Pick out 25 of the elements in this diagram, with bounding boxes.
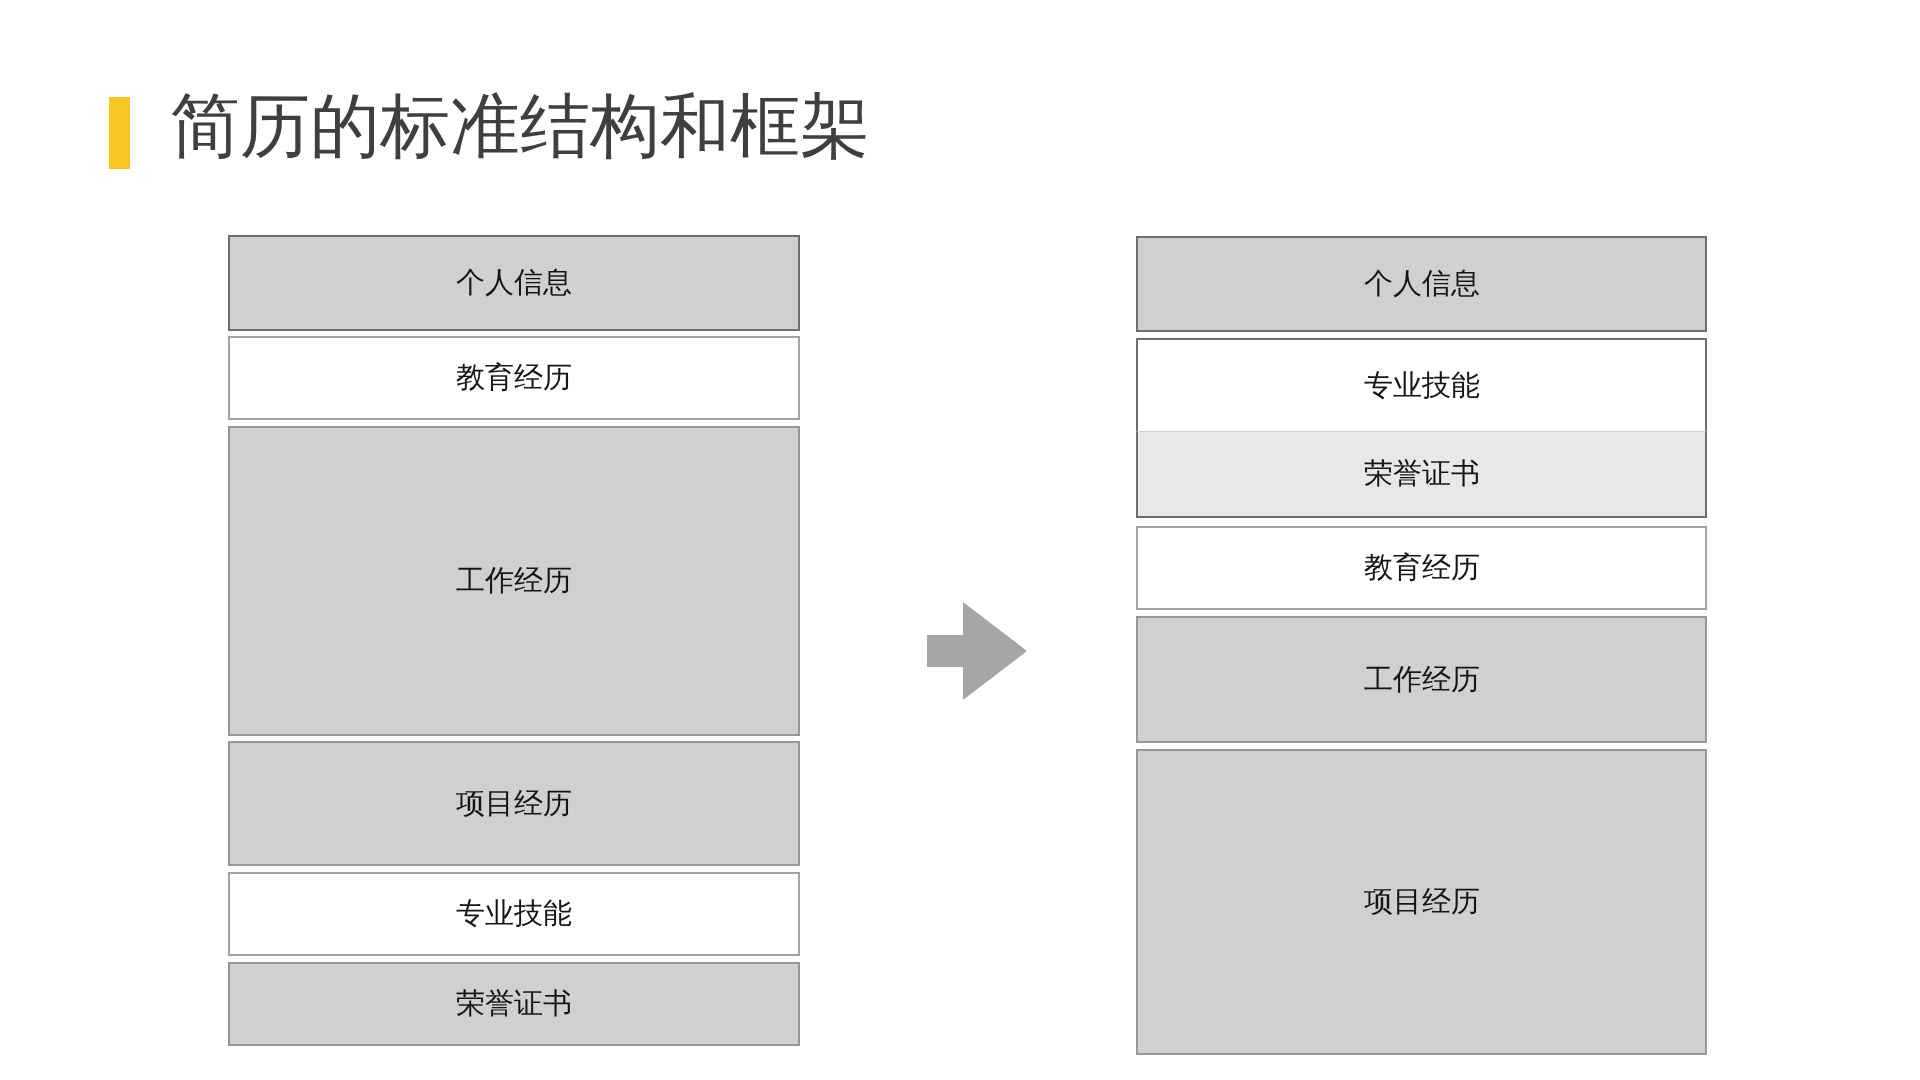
section-label: 项目经历 — [1363, 885, 1480, 919]
section-box — [228, 741, 800, 866]
slide-title: 简历的标准结构和框架 — [170, 84, 870, 168]
section-box — [1136, 616, 1707, 743]
section-box — [1136, 749, 1707, 1055]
section-label: 专业技能 — [1363, 368, 1480, 403]
section-label: 工作经历 — [456, 564, 572, 598]
section-label: 专业技能 — [456, 897, 572, 931]
section-box — [1136, 338, 1707, 432]
section-box — [1136, 432, 1707, 518]
section-label: 荣誉证书 — [456, 987, 572, 1021]
section-box — [228, 962, 800, 1046]
section-box — [228, 872, 800, 956]
section-box — [228, 336, 800, 420]
section-label: 教育经历 — [1363, 551, 1480, 585]
section-label: 教育经历 — [456, 361, 572, 395]
section-label: 个人信息 — [1363, 267, 1480, 301]
section-box — [228, 235, 800, 331]
section-label: 荣誉证书 — [1363, 457, 1480, 491]
section-label: 个人信息 — [456, 266, 572, 300]
section-box — [1136, 526, 1707, 610]
section-label: 工作经历 — [1363, 662, 1480, 697]
section-box — [1136, 236, 1707, 332]
section-label: 项目经历 — [456, 786, 572, 821]
section-box — [228, 426, 800, 736]
